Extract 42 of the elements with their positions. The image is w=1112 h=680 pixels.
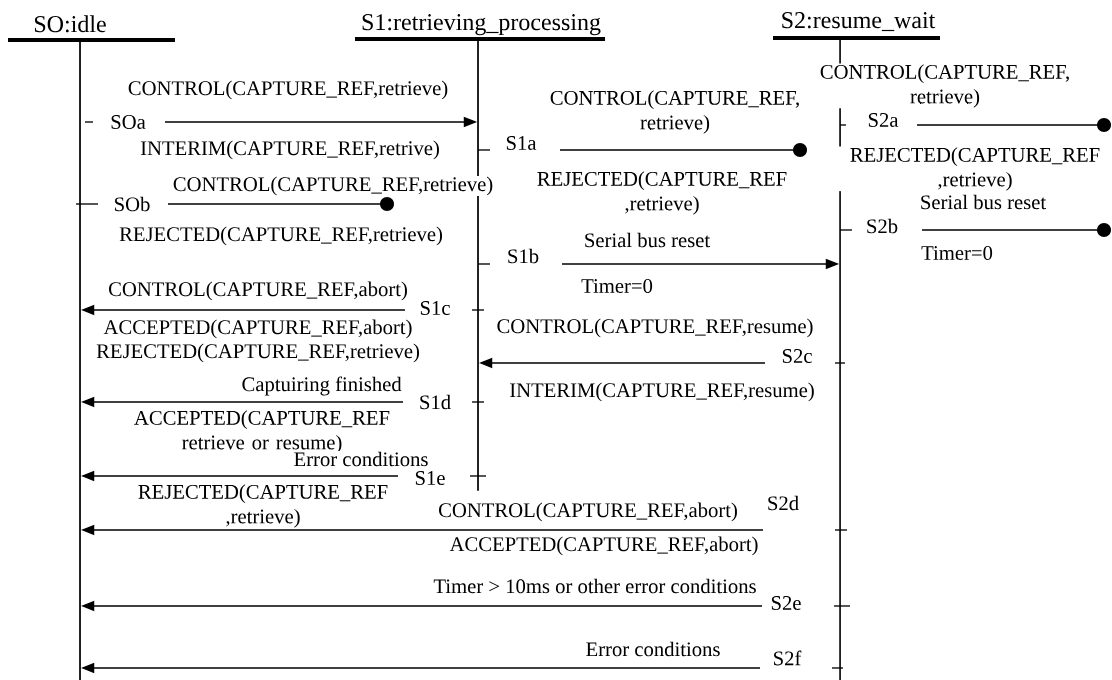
action-text: ACCEPTED(CAPTURE_REF,abort) — [102, 318, 414, 340]
edge-label: CONTROL(CAPTURE_REF,retrieve) — [172, 175, 494, 197]
transition-label: S1c — [420, 301, 450, 315]
edge-label: Serial bus reset — [583, 232, 711, 248]
action-text: REJECTED(CAPTURE_REF ,retrieve) — [532, 170, 792, 216]
transition-label: S1e — [415, 471, 445, 485]
transition-label: S2b — [867, 218, 898, 234]
edge-label: CONTROL(CAPTURE_REF,abort) — [437, 501, 739, 523]
arrow — [167, 197, 394, 211]
action-text: INTERIM(CAPTURE_REF,resume) — [508, 381, 816, 403]
transition-label: S2c — [782, 349, 812, 363]
arrow — [916, 118, 1111, 132]
state-header: SO:idle — [8, 15, 175, 42]
transition-label: SOa — [111, 115, 146, 129]
transition-label: S1d — [420, 394, 451, 410]
edge-label: CONTROL(CAPTURE_REF,abort) — [107, 280, 409, 302]
edge-label: Serial bus reset — [919, 194, 1047, 210]
state-header: S1:retrieving_processing — [355, 14, 605, 41]
state-header: S2:resume_wait — [773, 12, 940, 40]
edge-label: Timer > 10ms or other error conditions — [432, 578, 758, 594]
transition-label: S2f — [774, 650, 802, 666]
edge-label: CONTROL(CAPTURE_REF, retrieve) — [806, 63, 1084, 109]
transition-label: S1a — [506, 136, 537, 150]
edge-label: Error conditions — [584, 641, 722, 657]
action-text: REJECTED(CAPTURE_REF,retrieve) — [95, 342, 421, 364]
action-text: ACCEPTED(CAPTURE_REF,abort) — [448, 535, 760, 557]
transition-label: SOb — [115, 196, 150, 212]
action-text: REJECTED(CAPTURE_REF ,retrieve) — [836, 146, 1112, 192]
action-text: Timer=0 — [580, 278, 654, 294]
action-text: INTERIM(CAPTURE_REF,retrive) — [139, 139, 441, 161]
transition-label: S1b — [508, 248, 539, 264]
edge-label: Captuiring finished — [240, 375, 403, 397]
action-text: Timer=0 — [920, 245, 994, 261]
transition-label: S2a — [868, 113, 899, 127]
transition-label: S2e — [771, 596, 801, 610]
transition-label: S2d — [768, 495, 799, 511]
arrow — [921, 223, 1111, 237]
edge-label: CONTROL(CAPTURE_REF,retrieve) — [127, 79, 449, 101]
action-text: REJECTED(CAPTURE_REF,retrieve) — [118, 225, 444, 247]
arrow — [559, 143, 807, 157]
edge-label: CONTROL(CAPTURE_REF,resume) — [495, 317, 815, 339]
action-text: REJECTED(CAPTURE_REF ,retrieve) — [124, 483, 402, 529]
